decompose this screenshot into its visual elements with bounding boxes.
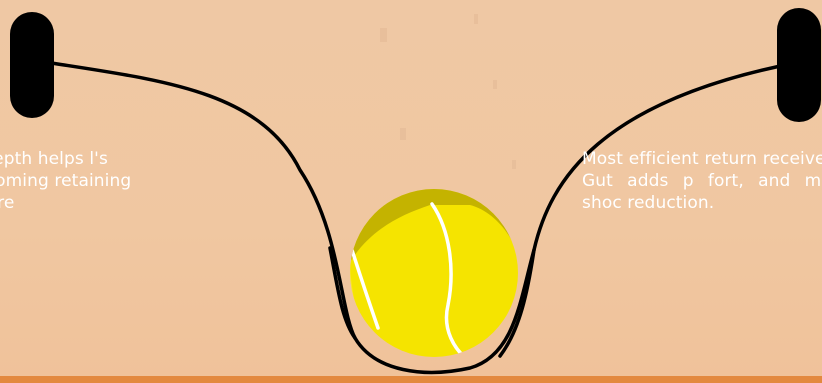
left-frame-clamp-icon xyxy=(10,12,54,118)
right-caption: Most efficient return received. Gut adds… xyxy=(582,148,822,214)
bottom-bar xyxy=(0,376,822,383)
right-frame-clamp-icon xyxy=(777,8,821,122)
tennis-ball-icon xyxy=(345,180,518,360)
left-caption: t depth helps l's incoming retaining mor… xyxy=(0,148,180,214)
